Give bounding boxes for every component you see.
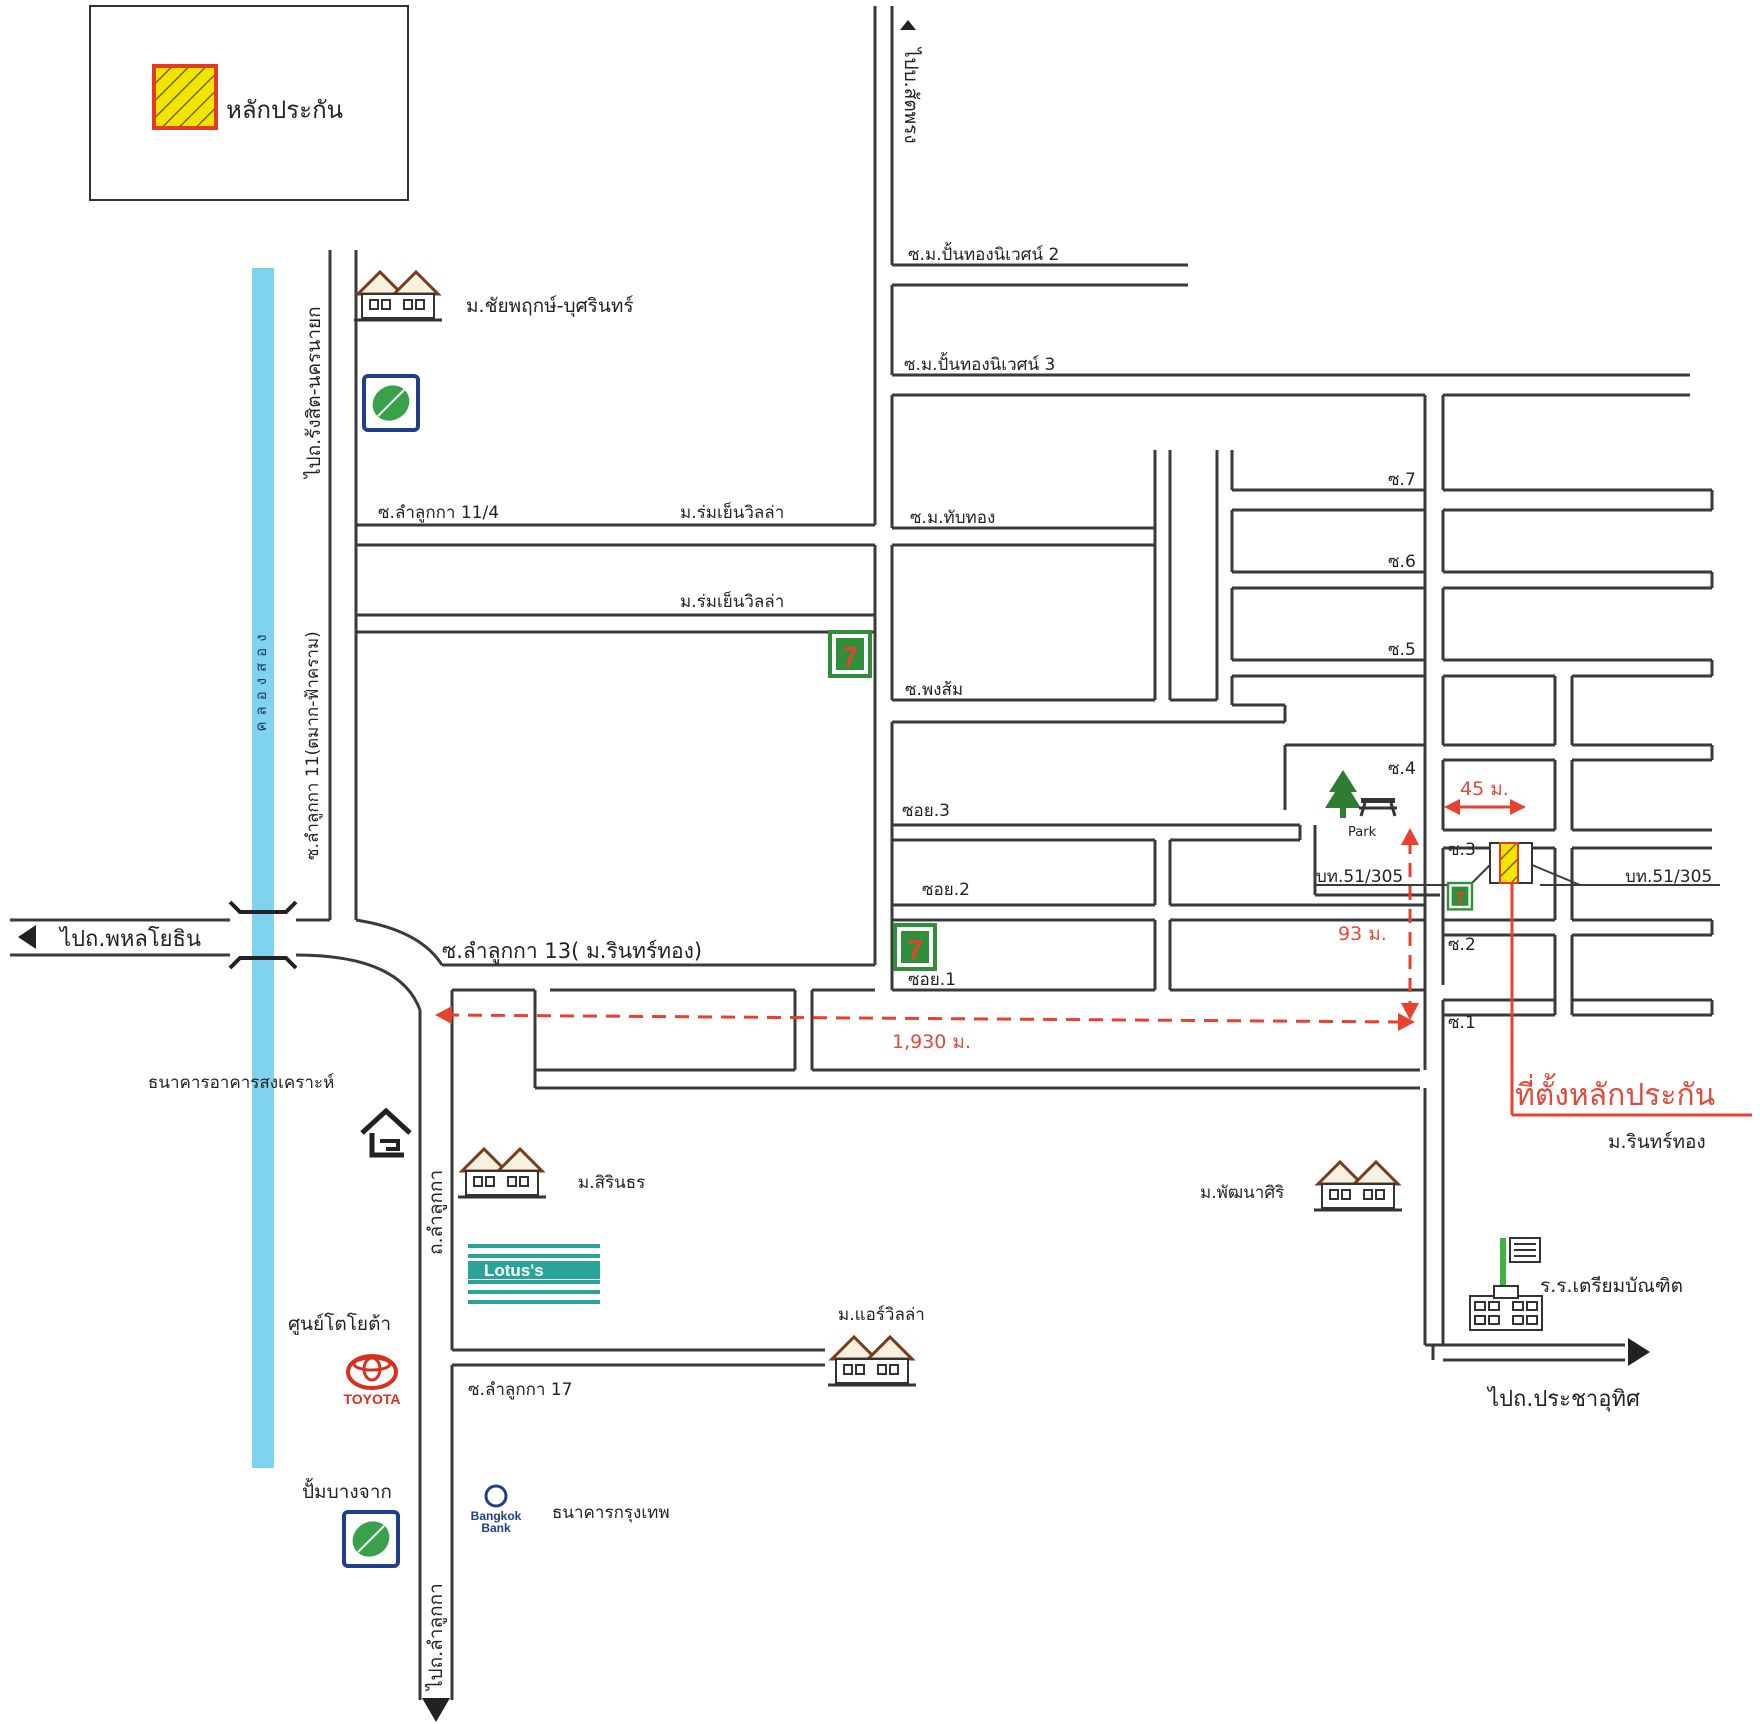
north-arrow-icon [900,20,916,30]
toyota-logo-text: TOYOTA [343,1391,400,1407]
label-romyen-2: ม.ร่มเย็นวิลล่า [680,590,784,612]
bbl-logo-line1: Bangkok [471,1509,522,1523]
label-soi-2-main: ซอย.2 [922,880,970,900]
distance-markers [435,799,1752,1117]
park-icon [1325,770,1397,818]
house-icon [826,1335,918,1387]
label-soi-7: ซ.7 [1388,470,1416,490]
legend-swatch-icon [152,64,218,130]
label-school: ร.ร.เตรียมบัณฑิต [1540,1275,1683,1297]
seven-eleven-icon [1446,881,1474,911]
house-icon [456,1147,548,1199]
label-lamlukka-11-4: ซ.ลำลูกกา 11/4 [378,503,499,523]
label-to-phahon: ไปถ.พหลโยธิน [58,926,201,952]
seven-eleven-icon [828,630,872,678]
label-romyen-1: ม.ร่มเย็นวิลล่า [680,501,784,523]
label-sirinara: ม.สิรินธร [578,1173,645,1193]
label-chaipruek: ม.ชัยพฤกษ์-บุศรินทร์ [466,295,634,318]
house-icon [1312,1160,1404,1212]
label-park: Park [1348,825,1377,840]
roads [10,6,1720,1700]
school-icon [1469,1237,1543,1331]
label-lamlukka-13: ซ.ลำลูกกา 13( ม.รินทร์ทอง) [442,939,702,964]
canal [252,268,274,1468]
lotus-logo: Lotus's [468,1242,600,1308]
label-air-villa: ม.แอร์วิลล่า [838,1305,925,1325]
label-lamlukka-17: ซ.ลำลูกกา 17 [468,1380,573,1400]
label-soi-6: ซ.6 [1388,552,1416,572]
label-bangkok-bank: ธนาคารกรุงเทพ [552,1503,670,1523]
label-phongsom: ซ.พงส้ม [905,680,963,700]
toyota-logo: TOYOTA [343,1354,401,1407]
label-to-north: ไปบ.สัตพรง [900,46,922,144]
seven-eleven-icon [893,923,937,971]
canal-label: คลองสอง [252,628,270,731]
label-dist-45: 45 ม. [1460,778,1509,800]
label-to-prachauthit: ไปถ.ประชาอุทิศ [1486,1386,1640,1412]
bangkok-bank-logo: Bangkok Bank [471,1484,522,1535]
legend-label: หลักประกัน [226,96,343,124]
label-to-rangsit: ไปถ.รังสิต-นครนายก [303,306,325,480]
label-rinthong: ม.รินทร์ทอง [1608,1131,1706,1153]
label-soi-4: ซ.4 [1388,759,1416,779]
gh-bank-icon [360,1107,412,1158]
legend: หลักประกัน [89,5,409,201]
east-arrow-icon [1628,1338,1650,1366]
lotus-label: Lotus's [484,1261,544,1280]
label-panthong-3: ซ.ม.ปั้นทองนิเวศน์ 3 [904,352,1055,375]
label-bt-left: บท.51/305 [1316,867,1403,887]
label-lamlukka-rd: ถ.ลำลูกกา [425,1170,447,1255]
label-soi-5: ซ.5 [1388,640,1416,660]
label-soi-1b: ซ.1 [1448,1013,1476,1033]
label-collateral-location: ที่ตั้งหลักประกัน [1515,1073,1715,1113]
bridge-icon [228,900,298,970]
house-icon [352,270,444,322]
label-soi-1-main: ซอย.1 [908,970,956,990]
bangchak-icon [342,1510,400,1568]
label-soi-3b: ซ.3 [1448,840,1476,860]
collateral-hatch [1499,842,1519,884]
label-to-lamlukka: ไปถ.ลำลูกกา [425,1583,447,1692]
bbl-logo-line2: Bank [481,1521,511,1535]
label-toyota-center: ศูนย์โตโยต้า [288,1312,391,1335]
label-thapthong: ซ.ม.ทับทอง [910,508,995,528]
label-pump-bangchak: ปั้มบางจาก [302,1478,392,1503]
label-gh-bank: ธนาคารอาคารสงเคราะห์ [148,1073,334,1093]
label-bt-right: บท.51/305 [1625,867,1712,887]
label-panthong-2: ซ.ม.ปั้นทองนิเวศน์ 2 [908,242,1059,265]
west-arrow-icon [18,925,36,949]
label-dist-93: 93 ม. [1338,923,1387,945]
label-lamlukka-11-tmak: ซ.ลำลูกกา 11(ตมาก-ฟ้าคราม) [303,631,323,860]
label-soi-3-main: ซอย.3 [902,801,950,821]
label-phatthanasiri: ม.พัฒนาศิริ [1200,1183,1284,1203]
label-dist-1930: 1,930 ม. [892,1031,971,1053]
bangchak-icon [362,374,420,432]
label-soi-2b: ซ.2 [1448,935,1476,955]
south-arrow-icon [422,1698,450,1722]
